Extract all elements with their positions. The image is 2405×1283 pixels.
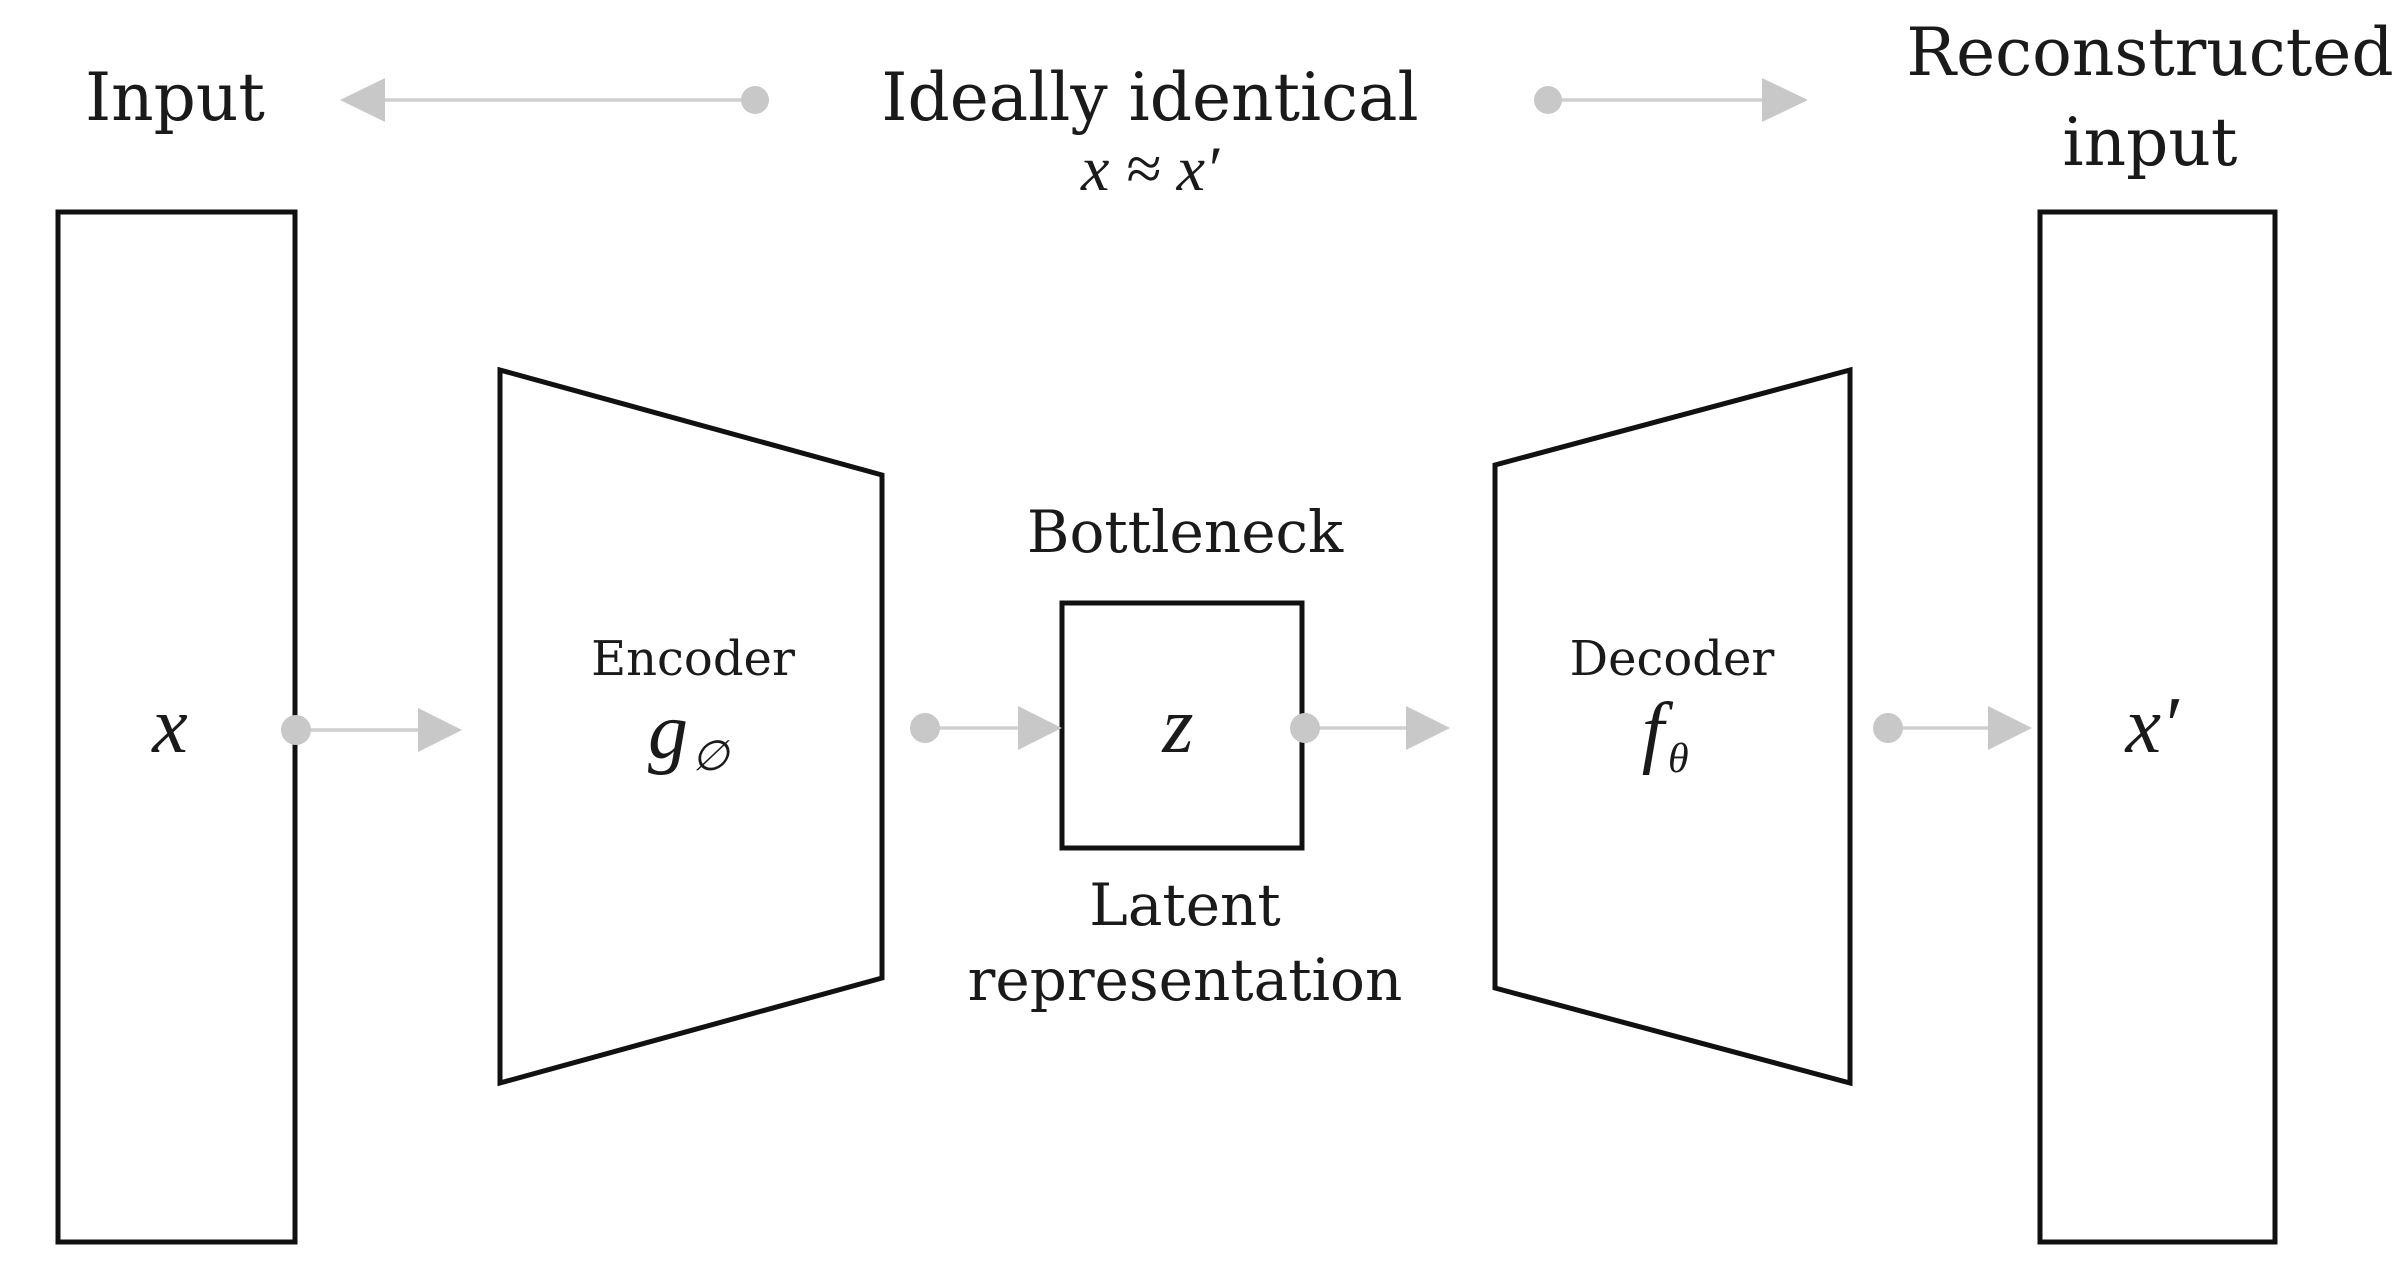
reconstructed-input-title-line1: Reconstructed <box>1906 14 2393 91</box>
encoder-function-symbol: g <box>648 688 688 776</box>
input-box <box>55 209 298 1245</box>
connector-ideal-right <box>1534 78 1808 122</box>
decoder-shape <box>1492 366 1853 1087</box>
connector-bottleneck-to-decoder <box>1290 706 1450 750</box>
connector-ideal-left <box>340 78 769 122</box>
latent-label-line2: representation <box>968 946 1403 1014</box>
connector-input-to-encoder <box>281 708 462 752</box>
reconstructed-input-title-line2: input <box>2063 104 2238 181</box>
encoder-shape <box>497 366 885 1087</box>
connector-decoder-to-output <box>1873 706 2032 750</box>
ideally-identical-label: Ideally identical <box>881 59 1418 136</box>
encoder-label: Encoder <box>591 631 795 687</box>
input-symbol-x: x <box>151 682 188 770</box>
decoder-label: Decoder <box>1570 631 1775 687</box>
connector-encoder-to-bottleneck <box>910 706 1062 750</box>
input-title: Input <box>85 59 265 136</box>
latent-label-line1: Latent <box>1089 871 1280 939</box>
latent-symbol-z: z <box>1161 682 1193 770</box>
approx-formula-text: x ≈ x′ <box>1080 133 1220 204</box>
bottleneck-box <box>1059 600 1305 851</box>
bottleneck-label: Bottleneck <box>1027 498 1344 566</box>
reconstructed-symbol-x-prime: x′ <box>2124 682 2180 770</box>
decoder-parameter-symbol: θ <box>1668 736 1689 782</box>
encoder-parameter-symbol: ∅ <box>692 734 731 780</box>
reconstructed-input-box <box>2037 209 2278 1245</box>
